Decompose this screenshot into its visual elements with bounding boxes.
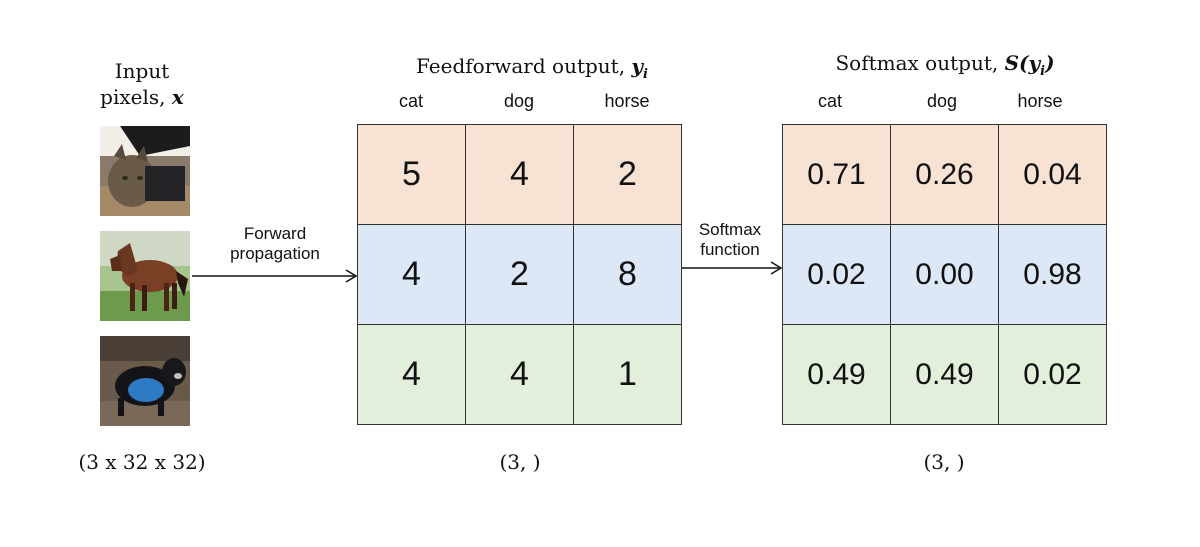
- feedforward-grid: 5 4 2 4 2 8 4 4 1: [357, 124, 682, 425]
- ff-cell: 5: [357, 124, 466, 225]
- forward-arrow: [192, 269, 358, 283]
- sm-col-dog: dog: [926, 91, 958, 111]
- forward-propagation-label: Forward propagation: [215, 224, 335, 264]
- sm-cell: 0.49: [782, 324, 891, 425]
- sm-row-cat: 0.71 0.26 0.04: [782, 124, 1107, 225]
- softmax-dims: (3, ): [923, 450, 965, 474]
- sm-cell: 0.00: [890, 224, 999, 325]
- softmax-grid: 0.71 0.26 0.04 0.02 0.00 0.98 0.49 0.49 …: [782, 124, 1107, 425]
- ff-cell: 4: [465, 124, 574, 225]
- dog-image: [100, 336, 190, 426]
- sm-cell: 0.98: [998, 224, 1107, 325]
- ff-cell: 2: [573, 124, 682, 225]
- ff-row-horse: 4 2 8: [357, 224, 682, 325]
- sm-cell: 0.02: [998, 324, 1107, 425]
- sm-cell: 0.49: [890, 324, 999, 425]
- ff-cell: 1: [573, 324, 682, 425]
- sm-row-dog: 0.49 0.49 0.02: [782, 324, 1107, 425]
- sm-cell: 0.04: [998, 124, 1107, 225]
- sm-cell: 0.71: [782, 124, 891, 225]
- softmax-function-label: Softmax function: [680, 220, 780, 260]
- softmax-label-line2: function: [700, 240, 760, 259]
- ff-cell: 8: [573, 224, 682, 325]
- softmax-title: Softmax output, S(yi): [835, 51, 1055, 79]
- sm-col-cat: cat: [817, 91, 842, 111]
- ff-row-dog: 4 4 1: [357, 324, 682, 425]
- feedforward-title: Feedforward output, yi: [416, 54, 648, 82]
- sm-cell: 0.02: [782, 224, 891, 325]
- forward-label-line1: Forward: [243, 224, 307, 243]
- ff-cell: 4: [357, 224, 466, 325]
- ff-col-dog: dog: [503, 91, 535, 111]
- feedforward-variable: yi: [631, 54, 648, 82]
- sm-cell: 0.26: [890, 124, 999, 225]
- softmax-arrow: [682, 261, 783, 275]
- ff-col-cat: cat: [398, 91, 423, 111]
- sm-row-horse: 0.02 0.00 0.98: [782, 224, 1107, 325]
- input-dims: (3 x 32 x 32): [78, 450, 206, 474]
- input-title-line2: pixels, x: [100, 85, 184, 109]
- cat-image: [100, 126, 190, 216]
- forward-label-line2: propagation: [230, 244, 320, 263]
- input-title-line1: Input: [114, 59, 170, 83]
- feedforward-dims: (3, ): [499, 450, 541, 474]
- ff-col-horse: horse: [604, 91, 650, 111]
- horse-image: [100, 231, 190, 321]
- input-variable: x: [171, 85, 184, 109]
- ff-cell: 2: [465, 224, 574, 325]
- input-title: Input pixels, x: [82, 58, 202, 110]
- softmax-label-line1: Softmax: [698, 220, 762, 239]
- sm-col-horse: horse: [1017, 91, 1063, 111]
- ff-row-cat: 5 4 2: [357, 124, 682, 225]
- softmax-variable: S(yi): [1004, 51, 1055, 79]
- ff-cell: 4: [357, 324, 466, 425]
- ff-cell: 4: [465, 324, 574, 425]
